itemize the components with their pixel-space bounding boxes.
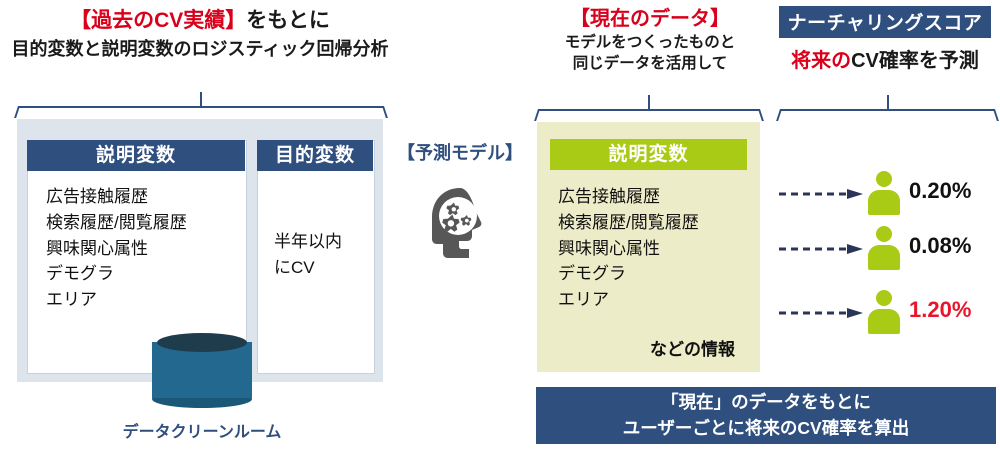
left-brace <box>14 92 388 120</box>
current-data-etc-note: などの情報 <box>650 340 735 359</box>
database-cylinder-icon <box>148 328 256 414</box>
cv-probability-value-highlighted: 1.20% <box>909 297 972 322</box>
head-with-gears-icon <box>424 186 498 260</box>
left-headline-line2: 目的変数と説明変数のロジスティック回帰分析 <box>11 39 389 60</box>
prediction-model-label: 【予測モデル】 <box>397 143 523 163</box>
result-row: 1.20% <box>779 290 994 336</box>
list-item: エリア <box>558 290 609 310</box>
middle-headline-emphasis: 【現在のデータ】 <box>570 8 730 30</box>
list-item: 半年以内 <box>274 232 342 251</box>
list-item: 興味関心属性 <box>46 238 148 258</box>
cv-probability-value: 0.08% <box>909 233 972 258</box>
dashed-arrow-icon <box>779 189 863 199</box>
person-head <box>876 226 892 242</box>
person-body <box>868 309 900 334</box>
list-item: エリア <box>46 290 97 310</box>
explanatory-variables-list: 広告接触履歴 検索履歴/閲覧履歴 興味関心属性 デモグラ エリア <box>46 184 187 313</box>
calculation-banner: 「現在」のデータをもとに ユーザーごとに将来のCV確率を算出 <box>536 387 996 444</box>
list-item: 広告接触履歴 <box>558 187 660 206</box>
calculation-banner-line1: 「現在」のデータをもとに <box>661 392 871 413</box>
person-body <box>868 245 900 270</box>
middle-headline: 【現在のデータ】 モデルをつくったものと 同じデータを活用して <box>530 6 770 75</box>
left-headline-suffix: をもとに <box>246 9 330 32</box>
right-headline-emphasis: 将来の <box>791 50 852 72</box>
explanatory-variables-title: 説明変数 <box>27 140 245 171</box>
middle-brace-right-cap <box>758 109 764 121</box>
middle-brace <box>534 95 764 123</box>
list-item: デモグラ <box>46 264 114 284</box>
right-headline-suffix: CV確率を予測 <box>851 50 979 72</box>
nurturing-score-badge-wrap: ナーチャリングスコア <box>770 6 1000 38</box>
result-row: 0.08% <box>779 226 994 272</box>
middle-headline-line2b: 同じデータを活用して <box>572 54 728 72</box>
middle-headline-line2a: モデルをつくったものと <box>564 34 736 51</box>
user-person-icon <box>868 290 900 334</box>
list-item: にCV <box>274 257 315 277</box>
list-item: 検索履歴/閲覧履歴 <box>46 212 187 232</box>
explanatory-variables-box: 説明変数 広告接触履歴 検索履歴/閲覧履歴 興味関心属性 デモグラ エリア <box>27 140 247 374</box>
target-variable-box: 目的変数 半年以内 にCV <box>257 140 375 374</box>
middle-brace-tick <box>648 95 650 109</box>
left-brace-left-cap <box>14 106 20 118</box>
right-brace-tick <box>886 95 889 109</box>
right-headline: ナーチャリングスコア 将来のCV確率を予測 <box>770 6 1000 73</box>
target-variable-title: 目的変数 <box>257 140 373 171</box>
current-explanatory-variables-list: 広告接触履歴 検索履歴/閲覧履歴 興味関心属性 デモグラ エリア <box>558 184 699 313</box>
left-brace-right-cap <box>382 106 388 118</box>
user-person-icon <box>868 171 900 215</box>
right-brace-right-cap <box>993 109 999 121</box>
data-clean-room-panel: 説明変数 広告接触履歴 検索履歴/閲覧履歴 興味関心属性 デモグラ エリア 目的… <box>17 119 383 382</box>
middle-brace-left-cap <box>534 109 540 121</box>
user-person-icon <box>868 226 900 270</box>
current-data-panel: 説明変数 広告接触履歴 検索履歴/閲覧履歴 興味関心属性 デモグラ エリア など… <box>537 122 760 372</box>
right-brace-bar <box>780 109 995 111</box>
left-headline: 【過去のCV実績】をもとに 目的変数と説明変数のロジスティック回帰分析 <box>0 6 400 63</box>
database-top <box>157 333 247 352</box>
person-body <box>868 190 900 215</box>
list-item: 検索履歴/閲覧履歴 <box>558 212 699 232</box>
list-item: 興味関心属性 <box>558 238 660 258</box>
person-head <box>876 171 892 187</box>
calculation-banner-line2: ユーザーごとに将来のCV確率を算出 <box>622 417 910 438</box>
list-item: デモグラ <box>558 264 626 284</box>
person-head <box>876 290 892 306</box>
left-brace-bar <box>18 106 384 108</box>
left-brace-tick <box>200 92 202 106</box>
cv-probability-value: 0.20% <box>909 178 972 203</box>
right-brace <box>776 95 999 123</box>
left-headline-line1: 【過去のCV実績】をもとに <box>0 6 400 36</box>
left-headline-emphasis: 【過去のCV実績】 <box>70 9 247 32</box>
database-label: データクリーンルーム <box>122 424 282 441</box>
dashed-arrow-icon <box>779 308 863 318</box>
right-headline-line2: 将来のCV確率を予測 <box>770 44 1000 73</box>
current-explanatory-variables-title: 説明変数 <box>550 139 747 170</box>
list-item: 広告接触履歴 <box>46 187 148 206</box>
target-variable-list: 半年以内 にCV <box>274 229 342 281</box>
middle-brace-bar <box>538 109 760 111</box>
dashed-arrow-icon <box>779 244 863 254</box>
result-row: 0.20% <box>779 171 994 217</box>
right-brace-left-cap <box>776 109 782 121</box>
nurturing-score-badge: ナーチャリングスコア <box>778 6 992 38</box>
